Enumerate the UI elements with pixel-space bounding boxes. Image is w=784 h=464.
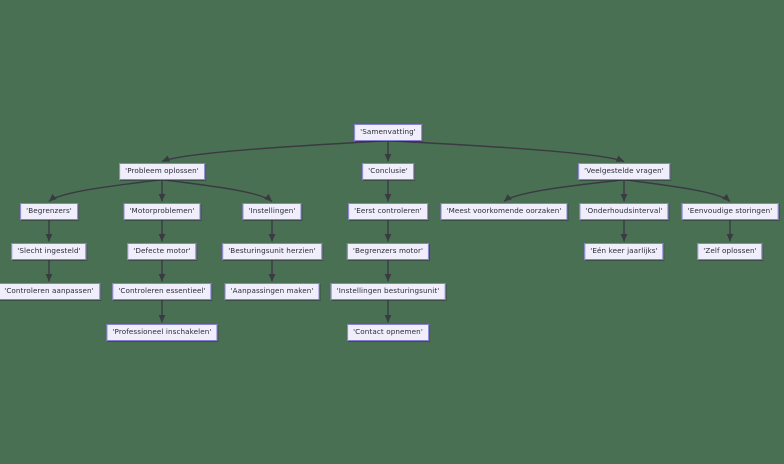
edge-samenvatting-to-veelgestelde-vragen (387, 139, 625, 163)
edge-probleem-oplossen-to-instellingen (161, 178, 273, 203)
tree-node-begrenzers-motor[interactable]: 'Begrenzers motor' (346, 242, 430, 260)
tree-node-eenvoudige-storingen[interactable]: 'Eenvoudige storingen' (681, 202, 779, 220)
edge-samenvatting-to-probleem-oplossen (161, 139, 389, 163)
edge-veelgestelde-vragen-to-meest-voorkomende-oorzaken (503, 178, 625, 203)
tree-node-controleren-aanpassen[interactable]: 'Controleren aanpassen' (0, 282, 100, 300)
tree-node-instellingen[interactable]: 'Instellingen' (242, 202, 302, 220)
tree-node-conclusie[interactable]: 'Conclusie' (362, 162, 414, 180)
tree-node-meest-voorkomende-oorzaken[interactable]: 'Meest voorkomende oorzaken' (440, 202, 568, 220)
tree-node-zelf-oplossen[interactable]: 'Zelf oplossen' (697, 242, 763, 260)
tree-node-professioneel-inschakelen[interactable]: 'Professioneel inschakelen' (106, 323, 218, 341)
tree-node-motorproblemen[interactable]: 'Motorproblemen' (123, 202, 201, 220)
tree-node-probleem-oplossen[interactable]: 'Probleem oplossen' (119, 162, 205, 180)
edge-probleem-oplossen-to-begrenzers (48, 178, 163, 203)
tree-node-onderhoudsinterval[interactable]: 'Onderhoudsinterval' (579, 202, 669, 220)
tree-node-contact-opnemen[interactable]: 'Contact opnemen' (347, 323, 429, 341)
tree-node-slecht-ingesteld[interactable]: 'Slecht ingesteld' (11, 242, 87, 260)
tree-node-defecte-motor[interactable]: 'Defecte motor' (127, 242, 197, 260)
tree-node-controleren-essentieel[interactable]: 'Controleren essentieel' (112, 282, 212, 300)
tree-node-aanpassingen-maken[interactable]: 'Aanpassingen maken' (224, 282, 320, 300)
tree-node-begrenzers[interactable]: 'Begrenzers' (20, 202, 78, 220)
tree-node-eerst-controleren[interactable]: 'Eerst controleren' (348, 202, 428, 220)
tree-node-samenvatting[interactable]: 'Samenvatting' (354, 123, 422, 141)
tree-node-instellingen-besturingsunit[interactable]: 'Instellingen besturingsunit' (330, 282, 446, 300)
edge-veelgestelde-vragen-to-eenvoudige-storingen (623, 178, 731, 203)
tree-node-besturingsunit-herzien[interactable]: 'Besturingsunit herzien' (222, 242, 322, 260)
tree-node-veelgestelde-vragen[interactable]: 'Veelgestelde vragen' (578, 162, 670, 180)
tree-node-een-keer-jaarlijks[interactable]: 'Eén keer jaarlijks' (584, 242, 664, 260)
